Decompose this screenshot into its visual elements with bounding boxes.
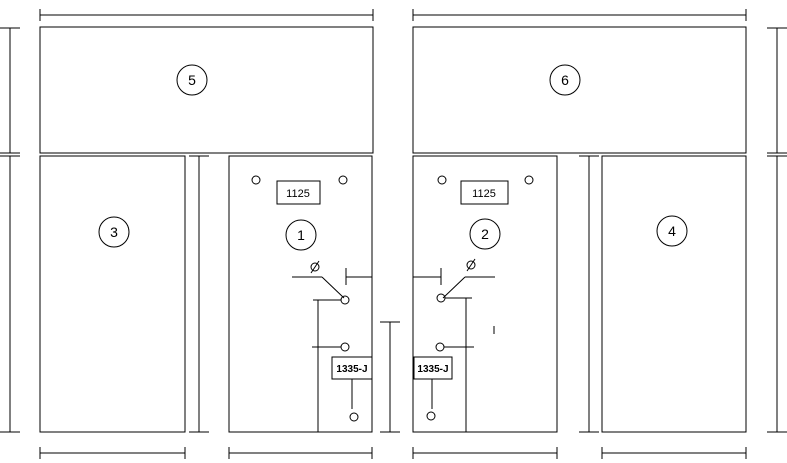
panel-number: 4: [668, 223, 676, 239]
panel-number: 3: [110, 224, 118, 240]
nameplate: [276, 180, 321, 205]
panel-number: 1: [297, 227, 305, 243]
panel-3: 3: [39, 155, 186, 433]
panel-6: 6: [412, 26, 747, 154]
nameplate: [460, 180, 509, 205]
panel-5: 5: [39, 26, 374, 154]
tag-label: 1335-J: [336, 364, 367, 375]
tag-box: [413, 356, 453, 380]
nameplate-label: 1125: [472, 188, 496, 200]
panel-number: 6: [561, 72, 569, 88]
panel-4: 4: [601, 155, 747, 433]
panel-number: 2: [481, 226, 489, 242]
panel-1: 1125 1 1335-J: [228, 155, 373, 433]
panel-2: 1125 2 1335-J: [412, 155, 558, 433]
dimension-lines: [0, 9, 787, 459]
tag-label: 1335-J: [417, 364, 448, 375]
nameplate-label: 1125: [286, 188, 310, 200]
panel-number: 5: [188, 72, 196, 88]
